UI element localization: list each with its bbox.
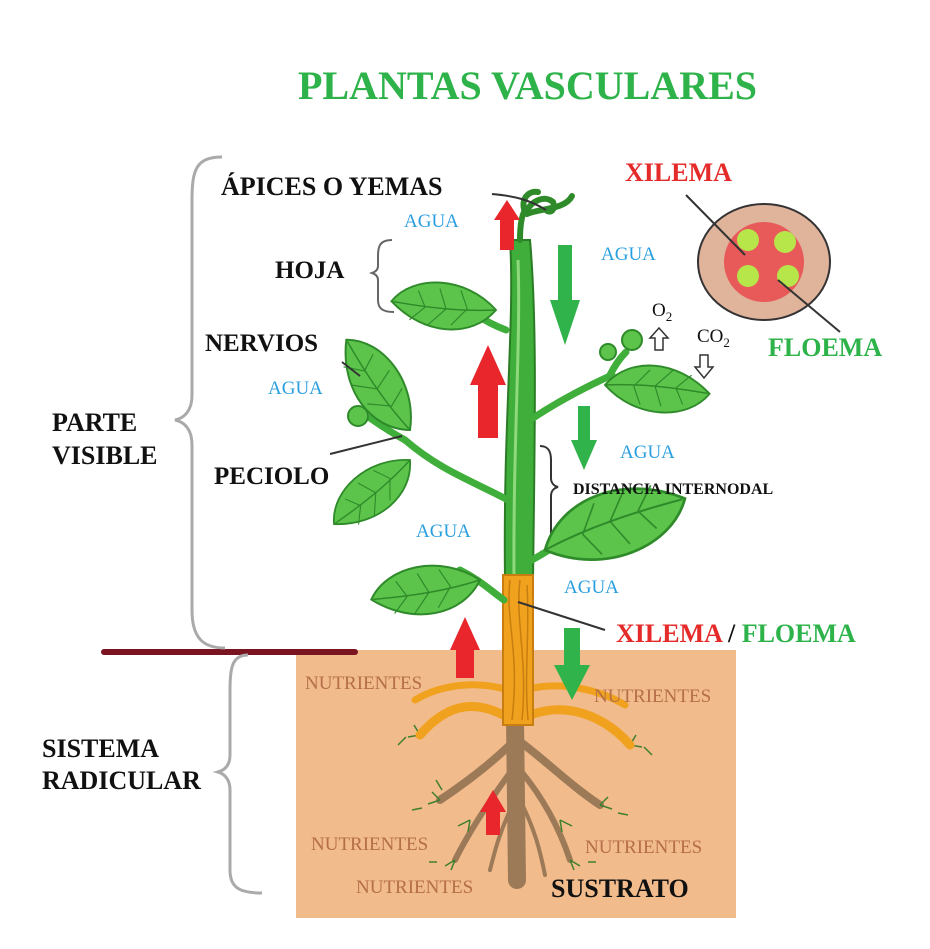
right-bud-2 xyxy=(599,343,617,361)
nutrientes-label: NUTRIENTES xyxy=(594,686,712,707)
label-peciolo: PECIOLO xyxy=(214,463,330,490)
left-bud xyxy=(347,405,369,427)
agua-label: AGUA xyxy=(416,521,471,542)
stem-vascular xyxy=(502,574,534,726)
agua-label: AGUA xyxy=(564,577,619,598)
label-sustrato: SUSTRATO xyxy=(551,874,689,903)
agua-label: AGUA xyxy=(620,442,675,463)
label-slash: / xyxy=(727,619,736,648)
label-distancia-internodal: DISTANCIA INTERNODAL xyxy=(573,481,774,498)
phloem-arrows xyxy=(550,245,597,700)
label-o2: O2 xyxy=(652,300,672,325)
label-visible: VISIBLE xyxy=(52,441,158,470)
o2-sub: 2 xyxy=(665,308,673,324)
root-system xyxy=(436,711,604,889)
leaf-peciolo xyxy=(318,445,427,540)
label-parte: PARTE xyxy=(52,408,138,437)
stem-vascular-lines xyxy=(508,579,529,721)
co2-base: CO xyxy=(697,326,724,347)
agua-label: AGUA xyxy=(404,211,459,232)
label-xilema-top: XILEMA xyxy=(625,158,732,187)
stem-highlight xyxy=(512,259,521,581)
nutrientes-label: NUTRIENTES xyxy=(356,877,474,898)
label-hoja: HOJA xyxy=(275,257,345,284)
xylem-arrows xyxy=(450,200,520,835)
stem-cross-section xyxy=(697,203,831,321)
nutrientes-label: NUTRIENTES xyxy=(311,834,429,855)
label-xilema-bottom: XILEMA xyxy=(616,619,722,648)
leader-lines xyxy=(329,193,841,631)
label-floema-bottom: FLOEMA xyxy=(741,619,856,648)
label-co2: CO2 xyxy=(697,326,730,351)
leaf-hoja xyxy=(387,273,501,339)
nutrientes-label: NUTRIENTES xyxy=(585,837,703,858)
co2-arrow-icon xyxy=(693,354,715,380)
co2-sub: 2 xyxy=(723,334,730,350)
nutrientes-label: NUTRIENTES xyxy=(305,673,423,694)
page-title: PLANTAS VASCULARES xyxy=(298,63,758,108)
agua-label: AGUA xyxy=(601,244,656,265)
o2-base: O xyxy=(652,300,666,321)
brace-sistema-radicular xyxy=(212,653,263,895)
label-radicular: RADICULAR xyxy=(42,766,201,795)
o2-arrow-icon xyxy=(648,326,670,351)
label-apices: ÁPICES O YEMAS xyxy=(221,172,443,201)
label-sistema: SISTEMA xyxy=(42,734,160,763)
label-xilema-floema: XILEMA / FLOEMA xyxy=(616,619,856,649)
apex xyxy=(517,188,575,243)
brace-parte-visible xyxy=(174,155,226,650)
label-nervios: NERVIOS xyxy=(205,330,319,357)
brace-hoja xyxy=(368,239,395,313)
label-floema-top: FLOEMA xyxy=(768,333,883,362)
agua-label: AGUA xyxy=(268,378,323,399)
right-bud xyxy=(621,329,643,351)
